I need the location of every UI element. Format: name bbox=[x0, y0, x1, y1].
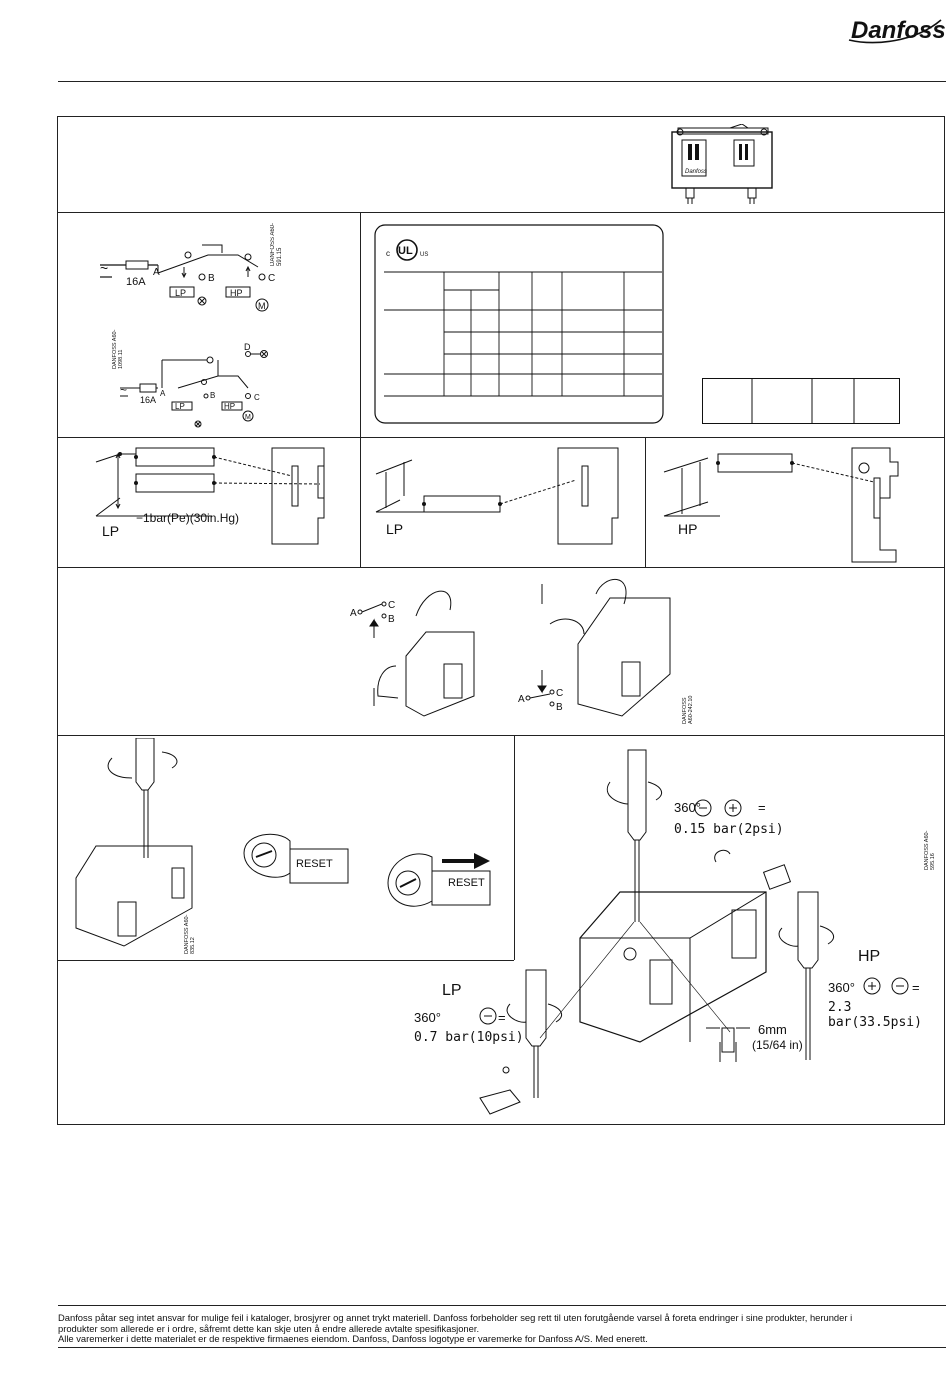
svg-text:B: B bbox=[556, 702, 563, 713]
svg-text:LP: LP bbox=[102, 523, 119, 539]
footer-line: Danfoss påtar seg intet ansvar for mulig… bbox=[58, 1312, 853, 1323]
svg-text:B: B bbox=[208, 273, 215, 284]
dimension-label: 6mm bbox=[758, 1022, 787, 1037]
top-turn-label: 360° bbox=[674, 800, 701, 815]
svg-text:16A: 16A bbox=[140, 395, 156, 405]
divider bbox=[645, 437, 646, 567]
hp-setting-diagram: HP bbox=[660, 444, 922, 564]
adjustment-diagram bbox=[449, 742, 940, 1122]
svg-text:C: C bbox=[254, 393, 260, 402]
divider bbox=[58, 212, 945, 213]
reset-button-1: RESET bbox=[296, 858, 333, 870]
terminal-a: A bbox=[153, 267, 160, 278]
svg-text:A: A bbox=[518, 694, 525, 705]
svg-text:M: M bbox=[245, 414, 251, 421]
lp-equals: = bbox=[498, 1010, 506, 1025]
footer-text: Danfoss påtar seg intet ansvar for mulig… bbox=[58, 1312, 938, 1345]
top-equals: = bbox=[758, 800, 766, 815]
ratings-table-small bbox=[702, 378, 900, 424]
hp-equals: = bbox=[912, 980, 920, 995]
svg-text:LP: LP bbox=[386, 521, 403, 537]
hp-value-label: 2.3 bar(33.5psi) bbox=[828, 1000, 922, 1030]
svg-text:~: ~ bbox=[120, 383, 127, 397]
svg-text:C: C bbox=[268, 273, 275, 284]
svg-text:Danfoss: Danfoss bbox=[685, 169, 707, 175]
svg-text:HP: HP bbox=[230, 288, 243, 298]
footer-rule bbox=[58, 1347, 946, 1348]
footer-line: Alle varemerker i dette materialet er de… bbox=[58, 1333, 648, 1344]
hp-label: HP bbox=[858, 948, 881, 965]
wiring-diagram-2: ~ 16A A D B C LP HP M bbox=[118, 340, 278, 430]
footer-line: produkter som allerede er i ordre, såfre… bbox=[58, 1322, 480, 1334]
svg-text:UL: UL bbox=[398, 245, 413, 257]
svg-text:A: A bbox=[350, 608, 357, 619]
divider bbox=[58, 735, 945, 736]
svg-text:HP: HP bbox=[678, 521, 697, 537]
top-value-label: 0.15 bar(2psi) bbox=[674, 822, 784, 837]
svg-text:M: M bbox=[258, 301, 266, 311]
divider bbox=[360, 212, 361, 567]
ul-ratings-panel: UL c US bbox=[374, 224, 664, 424]
manual-code: DANFOSS A60-242.10 bbox=[682, 695, 694, 724]
footer-rule bbox=[58, 1305, 946, 1306]
divider bbox=[58, 437, 945, 438]
lp-diff-diagram: LP bbox=[372, 446, 634, 560]
svg-text:B: B bbox=[388, 614, 395, 625]
adjust-code: DANFOSS A60-595.16 bbox=[924, 830, 936, 870]
manual-test-image-1: A C B bbox=[346, 576, 486, 718]
divider bbox=[58, 960, 514, 961]
danfoss-logo: Danfoss bbox=[845, 8, 946, 48]
svg-text:A: A bbox=[160, 389, 166, 398]
svg-text:16A: 16A bbox=[126, 276, 146, 288]
svg-text:LP: LP bbox=[175, 288, 186, 298]
manual-test-image-2: A C B bbox=[514, 574, 696, 720]
dimension-inch-label: (15/64 in) bbox=[752, 1038, 803, 1052]
reset-knob-1 bbox=[238, 823, 350, 887]
svg-text:LP: LP bbox=[175, 402, 185, 411]
svg-text:B: B bbox=[210, 391, 215, 400]
svg-text:Danfoss: Danfoss bbox=[851, 17, 945, 44]
svg-text:US: US bbox=[420, 252, 428, 258]
svg-text:−1bar(Pe)(30in.Hg): −1bar(Pe)(30in.Hg) bbox=[136, 511, 239, 525]
lp-turn-label: 360° bbox=[414, 1010, 441, 1025]
reset-code: DANFOSS A60-835.12 bbox=[184, 914, 196, 954]
lp-setting-diagram: LP −1bar(Pe)(30in.Hg) bbox=[92, 446, 354, 560]
reset-button-2: RESET bbox=[448, 877, 485, 889]
lp-value-label: 0.7 bar(10psi) bbox=[414, 1030, 524, 1045]
wiring-code-1: DANFOSS A60-591.15 bbox=[270, 222, 283, 266]
lp-label: LP bbox=[442, 982, 462, 999]
content-frame bbox=[57, 116, 945, 1125]
wiring-diagram-1: ~ 16A A B C LP HP M bbox=[98, 225, 288, 320]
svg-text:D: D bbox=[244, 342, 251, 352]
divider bbox=[58, 567, 945, 568]
svg-text:~: ~ bbox=[100, 260, 108, 276]
reset-screwdriver-image bbox=[72, 737, 202, 948]
svg-text:HP: HP bbox=[224, 402, 235, 411]
hp-turn-label: 360° bbox=[828, 980, 855, 995]
header-rule bbox=[58, 81, 946, 82]
wiring-code-2: DANFOSS A60-1098.11 bbox=[112, 329, 124, 369]
product-image: Danfoss bbox=[668, 123, 778, 208]
svg-text:C: C bbox=[556, 688, 563, 699]
svg-text:c: c bbox=[386, 249, 390, 258]
divider bbox=[514, 735, 515, 960]
reset-knob-2 bbox=[382, 843, 494, 915]
svg-text:C: C bbox=[388, 600, 395, 611]
